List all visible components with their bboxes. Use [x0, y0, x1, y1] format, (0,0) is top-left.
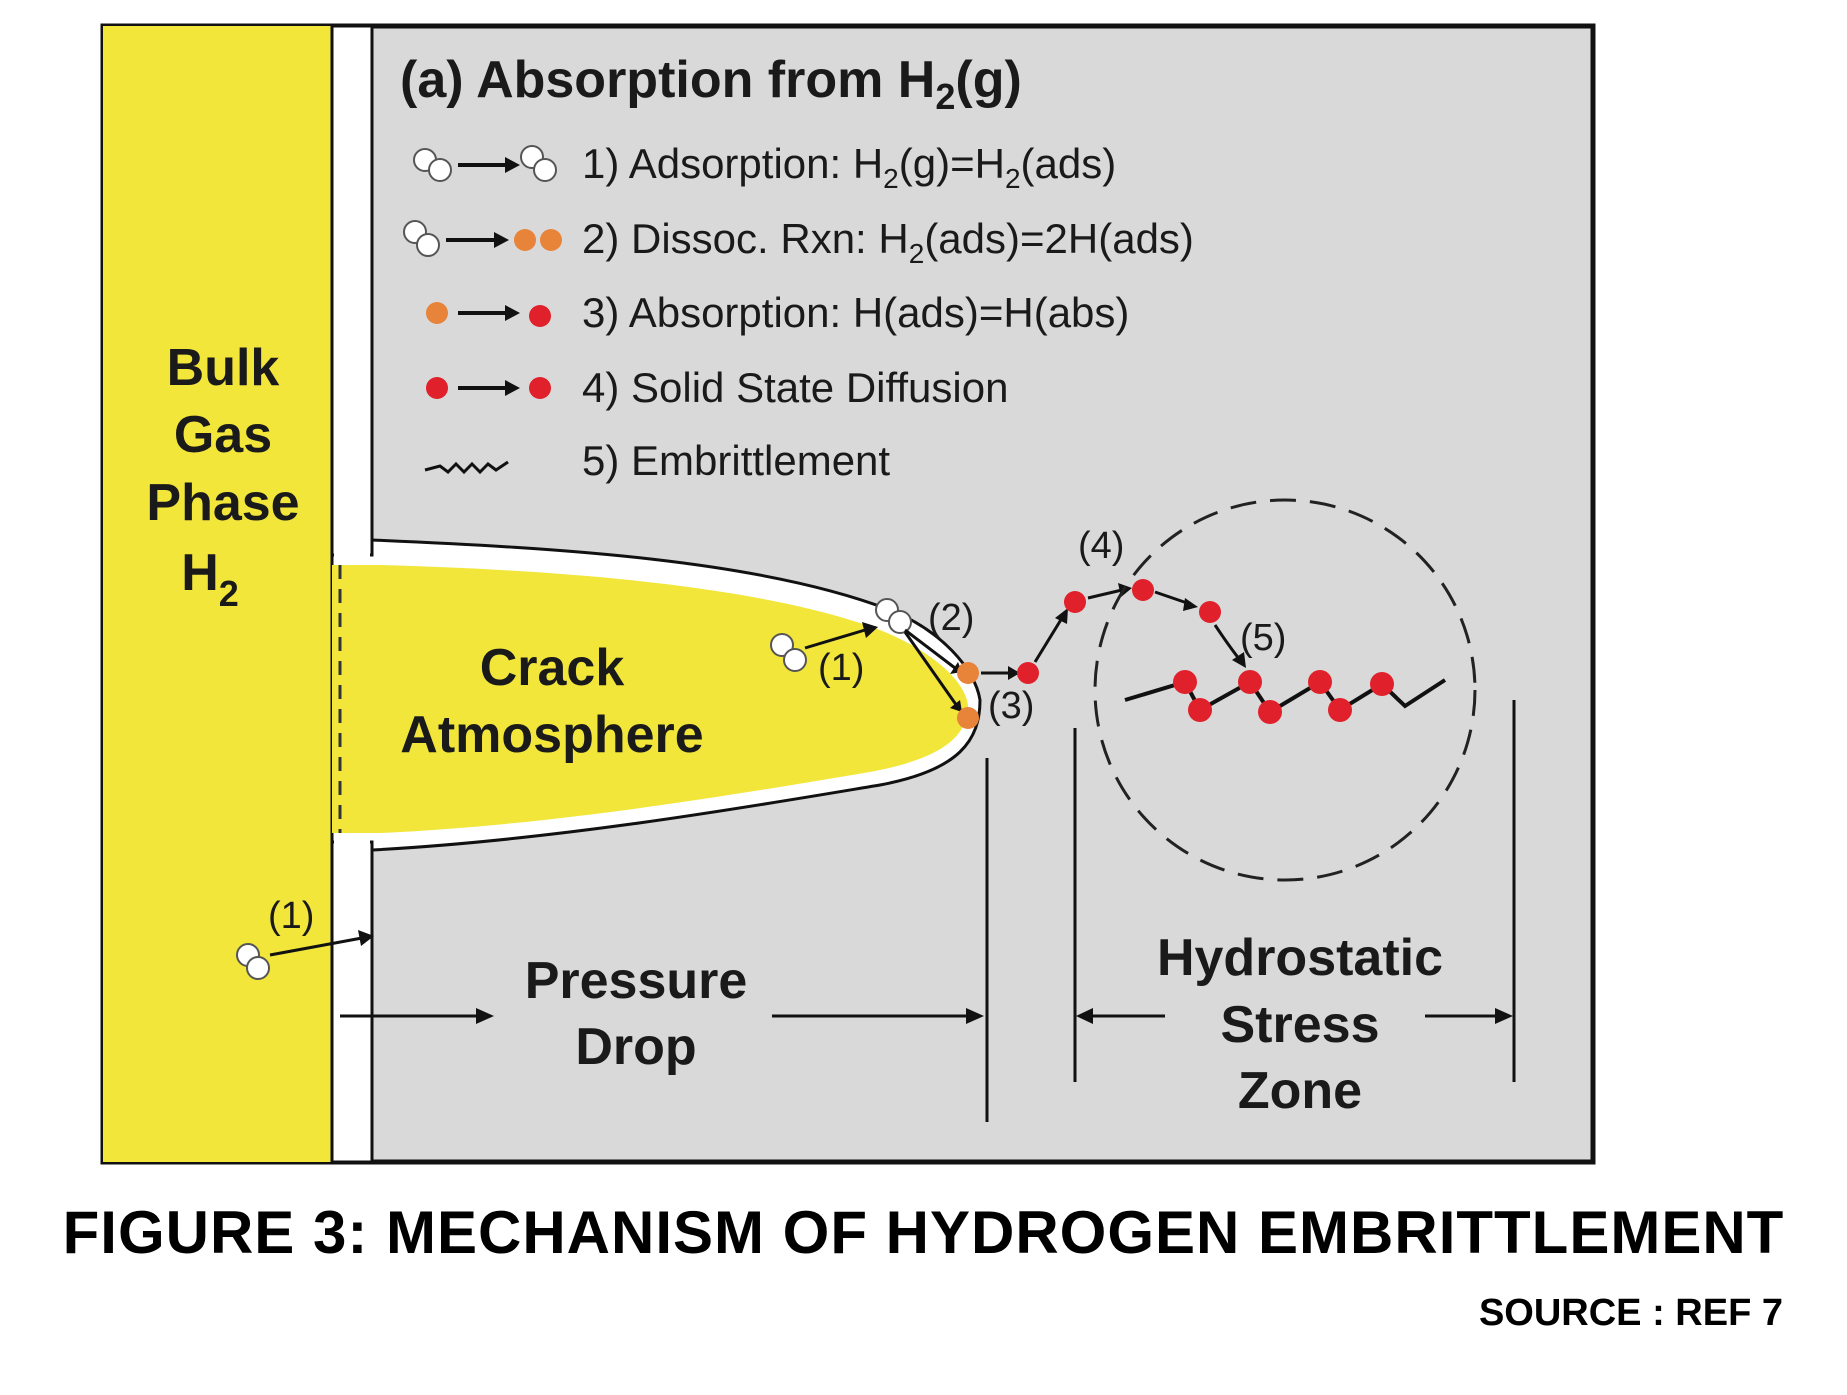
stress-zone-label-3: Zone [1238, 1062, 1362, 1120]
h2-molecule-icon [413, 148, 452, 182]
figure-title: FIGURE 3: MECHANISM OF HYDROGEN EMBRITTL… [62, 1199, 1785, 1266]
hydrogen-embrittlement-diagram: (a) Absorption from H2(g) 1) Adsorption:… [100, 23, 1596, 1165]
pressure-drop-label-2: Drop [575, 1018, 696, 1076]
diffusion-arrow-1 [1033, 617, 1064, 663]
hydrostatic-stress-zone-circle [1093, 498, 1477, 882]
stress-zone-label-1: Hydrostatic [1157, 929, 1443, 987]
wall-adsorption-arrow [269, 936, 363, 957]
diffusion-arrow-3 [1154, 590, 1191, 606]
legend-row-1: 1) Adsorption: H2(g)=H2(ads) [413, 140, 1116, 194]
crack-atmosphere-region [332, 565, 968, 833]
legend-label-5: 5) Embrittlement [582, 437, 890, 484]
legend-row-4: 4) Solid State Diffusion [426, 364, 1008, 411]
h2-adsorbed-icon [875, 598, 912, 634]
crack-zigzag-icon [424, 460, 509, 475]
svg-text:Gas: Gas [174, 406, 272, 464]
h-atom-red-icon [529, 305, 551, 327]
h2-molecule-icon [236, 943, 270, 980]
panel-title: (a) Absorption from H2(g) [400, 51, 1022, 117]
legend-label-4: 4) Solid State Diffusion [582, 364, 1008, 411]
h-atom-orange-icon [957, 707, 979, 729]
step-label-1: (1) [818, 647, 864, 689]
h-atom-red-icon [529, 377, 551, 399]
svg-text:Crack: Crack [480, 639, 625, 697]
svg-text:H2: H2 [181, 544, 239, 614]
step1-arrow [804, 628, 866, 650]
embrittlement-h-atoms [1173, 670, 1394, 724]
diffusion-arrow-2 [1087, 588, 1123, 600]
step-label-2: (2) [928, 597, 974, 639]
stress-zone-label-2: Stress [1221, 996, 1380, 1054]
step2-arrow-a [904, 628, 956, 670]
embrittlement-crack-line [1124, 678, 1447, 715]
step-label-3: (3) [988, 685, 1034, 727]
step2-arrow-b [903, 631, 959, 707]
step-label-5: (5) [1240, 617, 1286, 659]
h-atom-red-icon [426, 377, 448, 399]
wall-lower-bottom [334, 840, 370, 1160]
h-atom-orange-icon [957, 662, 979, 684]
h-atom-red-icon [1132, 579, 1154, 601]
legend-label-3: 3) Absorption: H(ads)=H(abs) [582, 289, 1129, 336]
legend-row-2: 2) Dissoc. Rxn: H2(ads)=2H(ads) [403, 215, 1194, 269]
h-atom-red-icon [1064, 591, 1086, 613]
h2-molecule-icon [770, 633, 807, 672]
step-label-1-wall: (1) [268, 895, 314, 937]
svg-text:Atmosphere: Atmosphere [400, 706, 703, 764]
h-atom-red-icon [1199, 601, 1221, 623]
h2-molecule-icon [403, 220, 440, 257]
step-label-4: (4) [1078, 525, 1124, 567]
wall-upper-top [334, 28, 370, 558]
bulk-gas-region [103, 26, 332, 1162]
figure-source: SOURCE : REF 7 [1478, 1292, 1783, 1334]
h-atom-orange-icon [426, 302, 448, 324]
pressure-drop-label-1: Pressure [525, 952, 748, 1010]
svg-text:Phase: Phase [146, 474, 299, 532]
h-atom-orange-icon [540, 229, 562, 251]
legend-row-5: 5) Embrittlement [424, 437, 890, 484]
h-atom-red-icon [1017, 662, 1039, 684]
crack-atmosphere-label: Crack Atmosphere [400, 639, 703, 764]
legend-label-1: 1) Adsorption: H2(g)=H2(ads) [582, 140, 1116, 194]
h-atom-orange-icon [514, 229, 536, 251]
bulk-gas-label: Bulk Gas Phase H2 [146, 339, 299, 614]
legend-label-2: 2) Dissoc. Rxn: H2(ads)=2H(ads) [582, 215, 1194, 269]
legend-row-3: 3) Absorption: H(ads)=H(abs) [426, 289, 1129, 336]
svg-text:Bulk: Bulk [167, 339, 280, 397]
h2-adsorbed-icon [520, 145, 557, 182]
